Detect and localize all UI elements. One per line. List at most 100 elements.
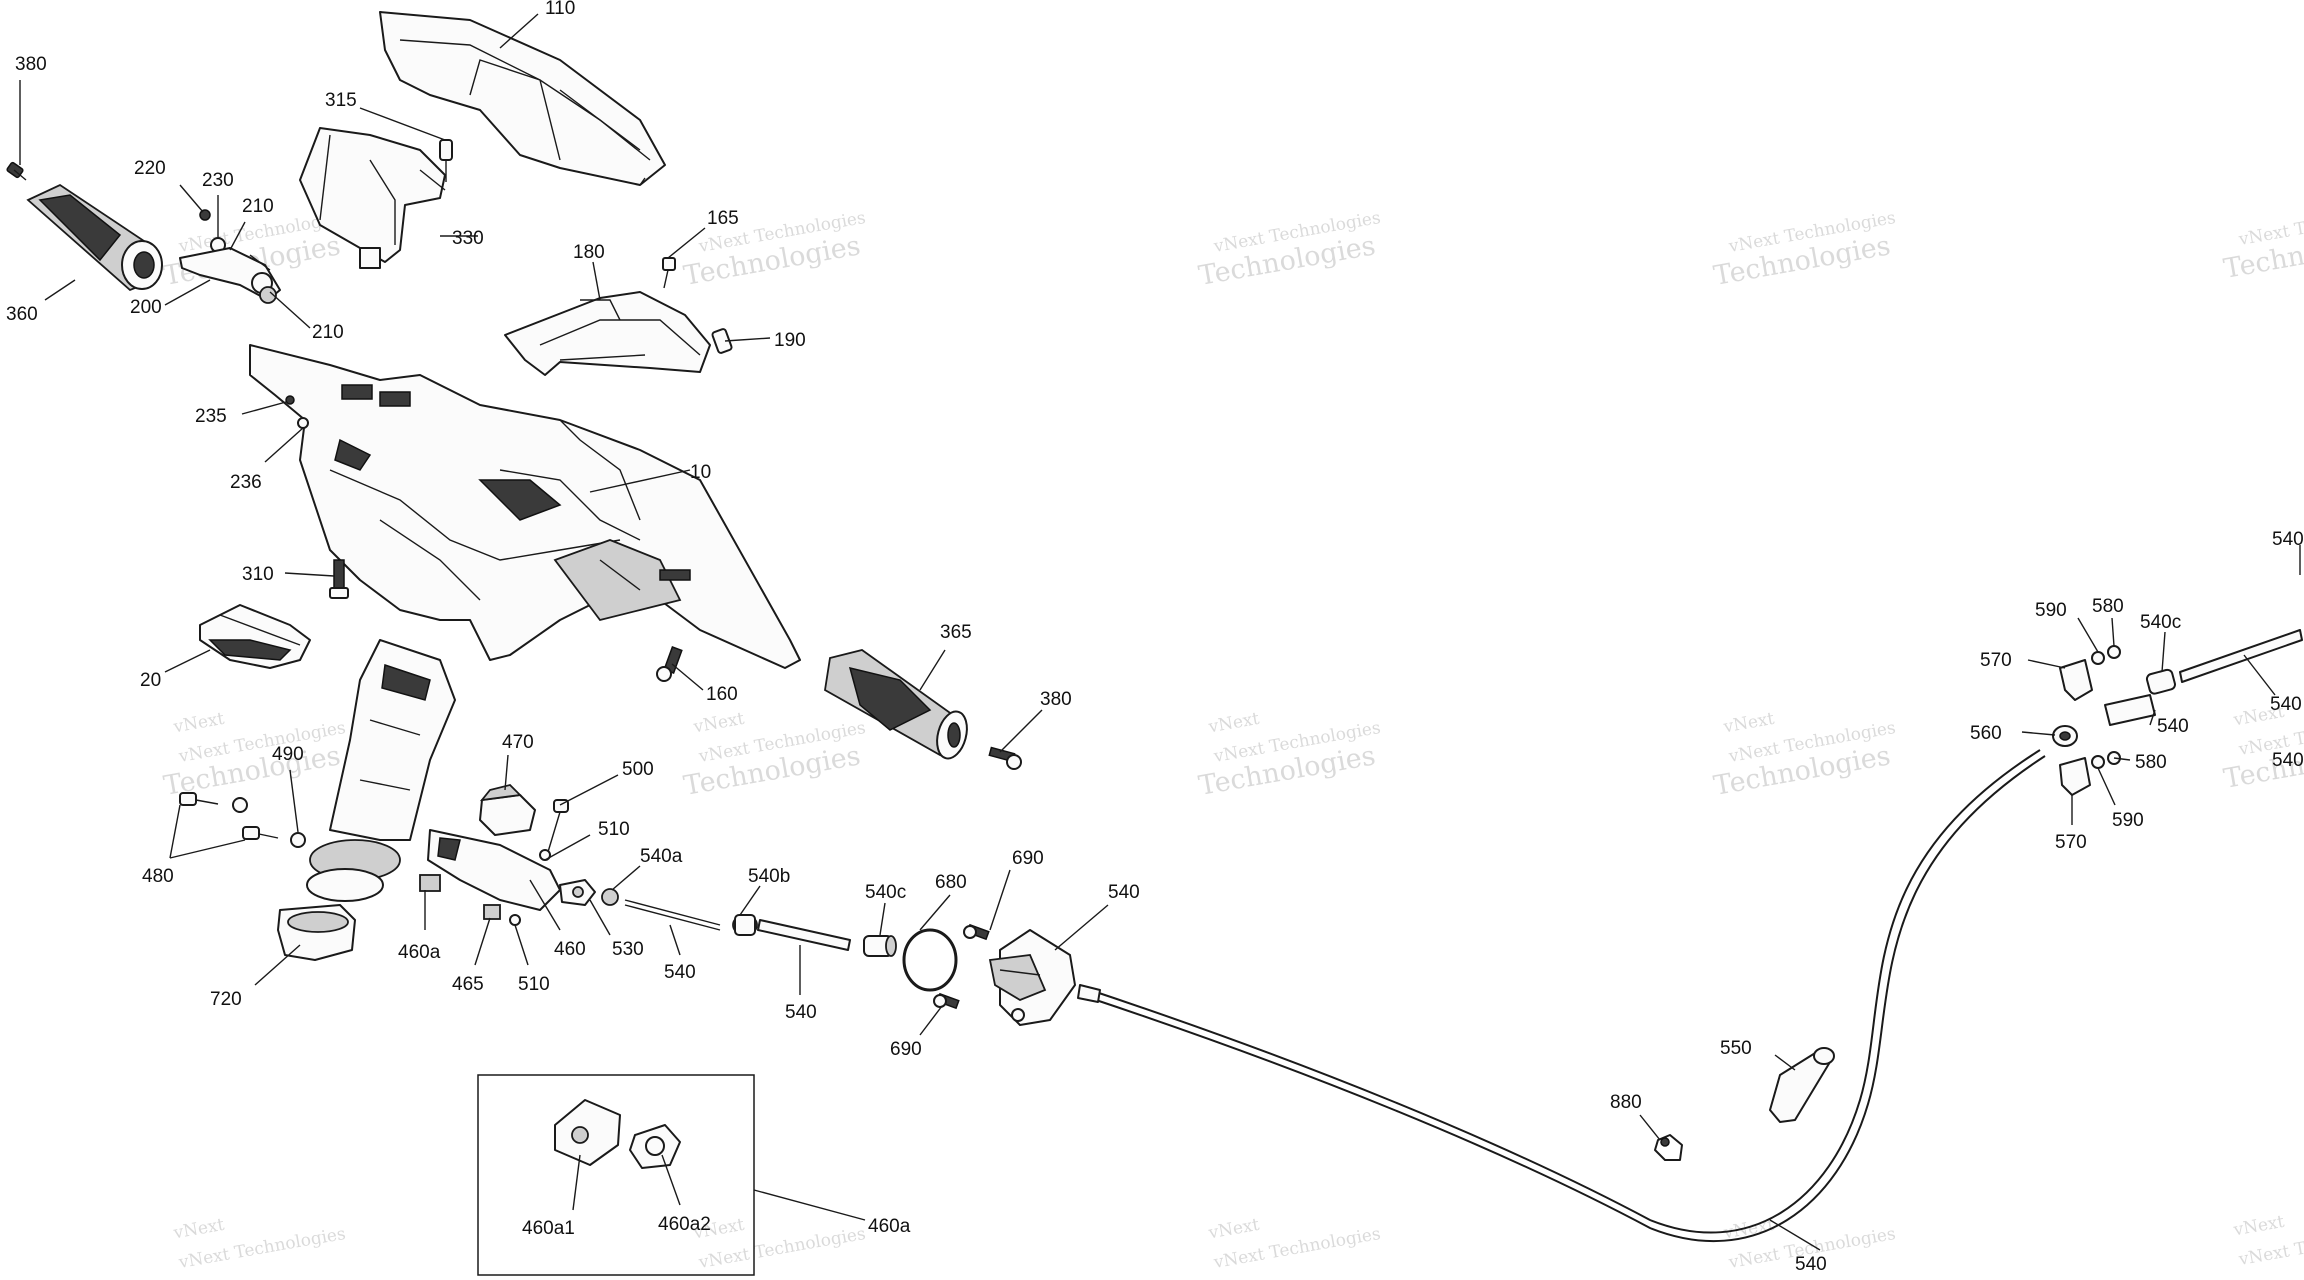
watermark-fragment: vNext xyxy=(1206,1215,1261,1244)
part-540-cable-housing xyxy=(988,929,1076,1026)
part-315-screw xyxy=(439,139,453,182)
label-590-bottom: 590 xyxy=(2112,810,2144,831)
label-530: 530 xyxy=(612,939,644,960)
part-330-cover xyxy=(299,127,446,269)
watermark-fragment: vNext xyxy=(691,709,746,738)
label-570-top: 570 xyxy=(1980,650,2012,671)
label-460a1: 460a1 xyxy=(522,1218,575,1239)
part-540-rod xyxy=(624,899,721,931)
label-220: 220 xyxy=(134,158,166,179)
part-310-screw xyxy=(329,559,349,599)
label-590-top: 590 xyxy=(2035,600,2067,621)
part-470-pad xyxy=(479,784,536,836)
part-490-washers xyxy=(232,797,306,848)
label-540c-right: 540c xyxy=(2140,612,2181,633)
label-500: 500 xyxy=(622,759,654,780)
callout-labels: 110 380 315 220 230 210 330 165 180 360 … xyxy=(6,0,2304,1275)
label-510-top: 510 xyxy=(598,819,630,840)
part-360-left-grip xyxy=(26,183,163,292)
inset-460a-box xyxy=(477,1074,755,1276)
label-230: 230 xyxy=(202,170,234,191)
part-460-clamp-assembly xyxy=(419,829,561,920)
part-365-right-grip xyxy=(824,649,968,760)
label-540c: 540c xyxy=(865,882,906,903)
label-460a-inset: 460a xyxy=(868,1216,911,1237)
label-540b: 540b xyxy=(748,866,790,887)
label-365: 365 xyxy=(940,622,972,643)
label-460a2: 460a2 xyxy=(658,1214,711,1235)
part-180-hand-guard xyxy=(504,291,711,376)
label-680: 680 xyxy=(935,872,967,893)
part-480-screws xyxy=(179,792,279,840)
part-560-washer xyxy=(2052,725,2078,747)
label-310: 310 xyxy=(242,564,274,585)
label-460a: 460a xyxy=(398,942,441,963)
part-160-screw xyxy=(656,646,683,682)
part-235-screw xyxy=(285,395,295,405)
label-165: 165 xyxy=(707,208,739,229)
label-190: 190 xyxy=(774,330,806,351)
label-20: 20 xyxy=(140,670,161,691)
part-380-screw-left xyxy=(6,161,27,181)
part-540b-sleeve xyxy=(732,914,758,936)
label-200: 200 xyxy=(130,297,162,318)
part-200-throttle-lever xyxy=(179,247,281,304)
part-540-tube xyxy=(757,919,851,951)
label-470: 470 xyxy=(502,732,534,753)
part-380-screw-right xyxy=(988,746,1022,770)
label-330: 330 xyxy=(452,228,484,249)
part-530-rod-end xyxy=(559,879,596,906)
label-210-bottom: 210 xyxy=(312,322,344,343)
label-180: 180 xyxy=(573,242,605,263)
part-220-washer xyxy=(199,209,211,221)
label-235: 235 xyxy=(195,406,227,427)
label-540-right-sleeve: 540 xyxy=(2157,716,2189,737)
label-690-bottom: 690 xyxy=(890,1039,922,1060)
label-490: 490 xyxy=(272,744,304,765)
part-540c-sleeve xyxy=(863,935,897,957)
label-510-bottom: 510 xyxy=(518,974,550,995)
leader-lines xyxy=(19,13,2301,1251)
label-10: 10 xyxy=(690,462,711,483)
label-540-rod: 540 xyxy=(664,962,696,983)
label-690-top: 690 xyxy=(1012,848,1044,869)
part-510-spacer xyxy=(509,849,551,926)
part-720-nut xyxy=(277,904,356,961)
label-160: 160 xyxy=(706,684,738,705)
label-315: 315 xyxy=(325,90,357,111)
label-540-right-rod: 540 xyxy=(2270,694,2302,715)
label-880: 880 xyxy=(1610,1092,1642,1113)
part-690-screws xyxy=(933,923,990,1010)
label-540-edge-bottom: 540 xyxy=(2272,750,2304,771)
label-380-left: 380 xyxy=(15,54,47,75)
part-190-insert xyxy=(711,328,733,354)
label-540a: 540a xyxy=(640,846,683,867)
part-10-handlebar-body xyxy=(249,344,801,669)
label-540-edge-top: 540 xyxy=(2272,529,2304,550)
label-460: 460 xyxy=(554,939,586,960)
label-580-top: 580 xyxy=(2092,596,2124,617)
label-540-housing: 540 xyxy=(1108,882,1140,903)
label-110: 110 xyxy=(545,0,575,19)
part-540-cable xyxy=(1077,749,2046,1243)
watermark-fragment: vNext xyxy=(2231,1212,2286,1241)
label-236: 236 xyxy=(230,472,262,493)
part-680-o-ring xyxy=(902,928,958,992)
watermark-fragment: vNext xyxy=(1721,709,1776,738)
label-480: 480 xyxy=(142,866,174,887)
part-540-right-rod xyxy=(2179,629,2303,683)
part-236-washer xyxy=(297,417,309,429)
label-465: 465 xyxy=(452,974,484,995)
watermark-fragment: vNext xyxy=(171,1215,226,1244)
part-20-clamp xyxy=(199,604,311,669)
label-540-tube: 540 xyxy=(785,1002,817,1023)
label-720: 720 xyxy=(210,989,242,1010)
part-steering-column xyxy=(306,639,456,902)
part-540c-right-sleeve xyxy=(2104,668,2176,726)
watermark-fragment: vNext xyxy=(171,709,226,738)
label-540-cable: 540 xyxy=(1795,1254,1827,1275)
label-580-bottom: 580 xyxy=(2135,752,2167,773)
label-570-bottom: 570 xyxy=(2055,832,2087,853)
part-500-bolt xyxy=(547,799,569,853)
